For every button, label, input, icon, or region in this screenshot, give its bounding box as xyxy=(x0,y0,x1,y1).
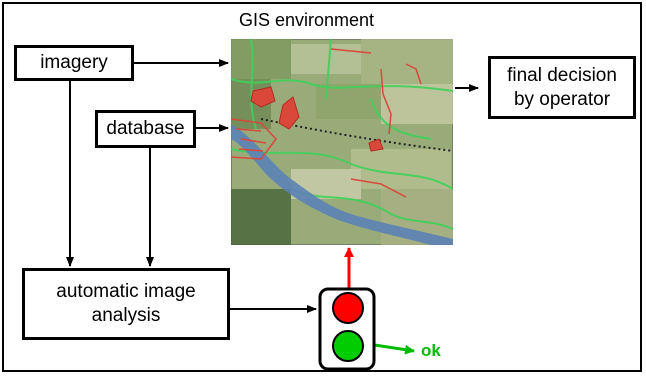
database-label: database xyxy=(106,118,185,139)
imagery-label: imagery xyxy=(40,52,108,73)
decision-label-line1: final decision xyxy=(507,64,617,86)
detected-lines xyxy=(231,48,422,198)
diagram-frame xyxy=(2,2,642,372)
final-decision-box: final decision by operator xyxy=(488,56,636,119)
analysis-label-line2: analysis xyxy=(91,305,161,326)
gis-map-image xyxy=(231,39,453,245)
green-light xyxy=(332,330,364,362)
gis-environment-title: GIS environment xyxy=(239,10,375,30)
ok-label: ok xyxy=(421,341,441,360)
dotted-road xyxy=(260,118,453,152)
arrow-signal-ok xyxy=(367,342,415,355)
imagery-box: imagery xyxy=(14,45,134,81)
automatic-image-analysis-box: automatic image analysis xyxy=(22,268,230,340)
database-box: database xyxy=(95,110,196,148)
river xyxy=(231,124,453,245)
traffic-light xyxy=(318,287,376,371)
analysis-label-line1: automatic image xyxy=(56,281,196,302)
red-light xyxy=(332,292,364,324)
decision-label-line2: by operator xyxy=(513,88,611,110)
detected-changes xyxy=(250,86,384,152)
